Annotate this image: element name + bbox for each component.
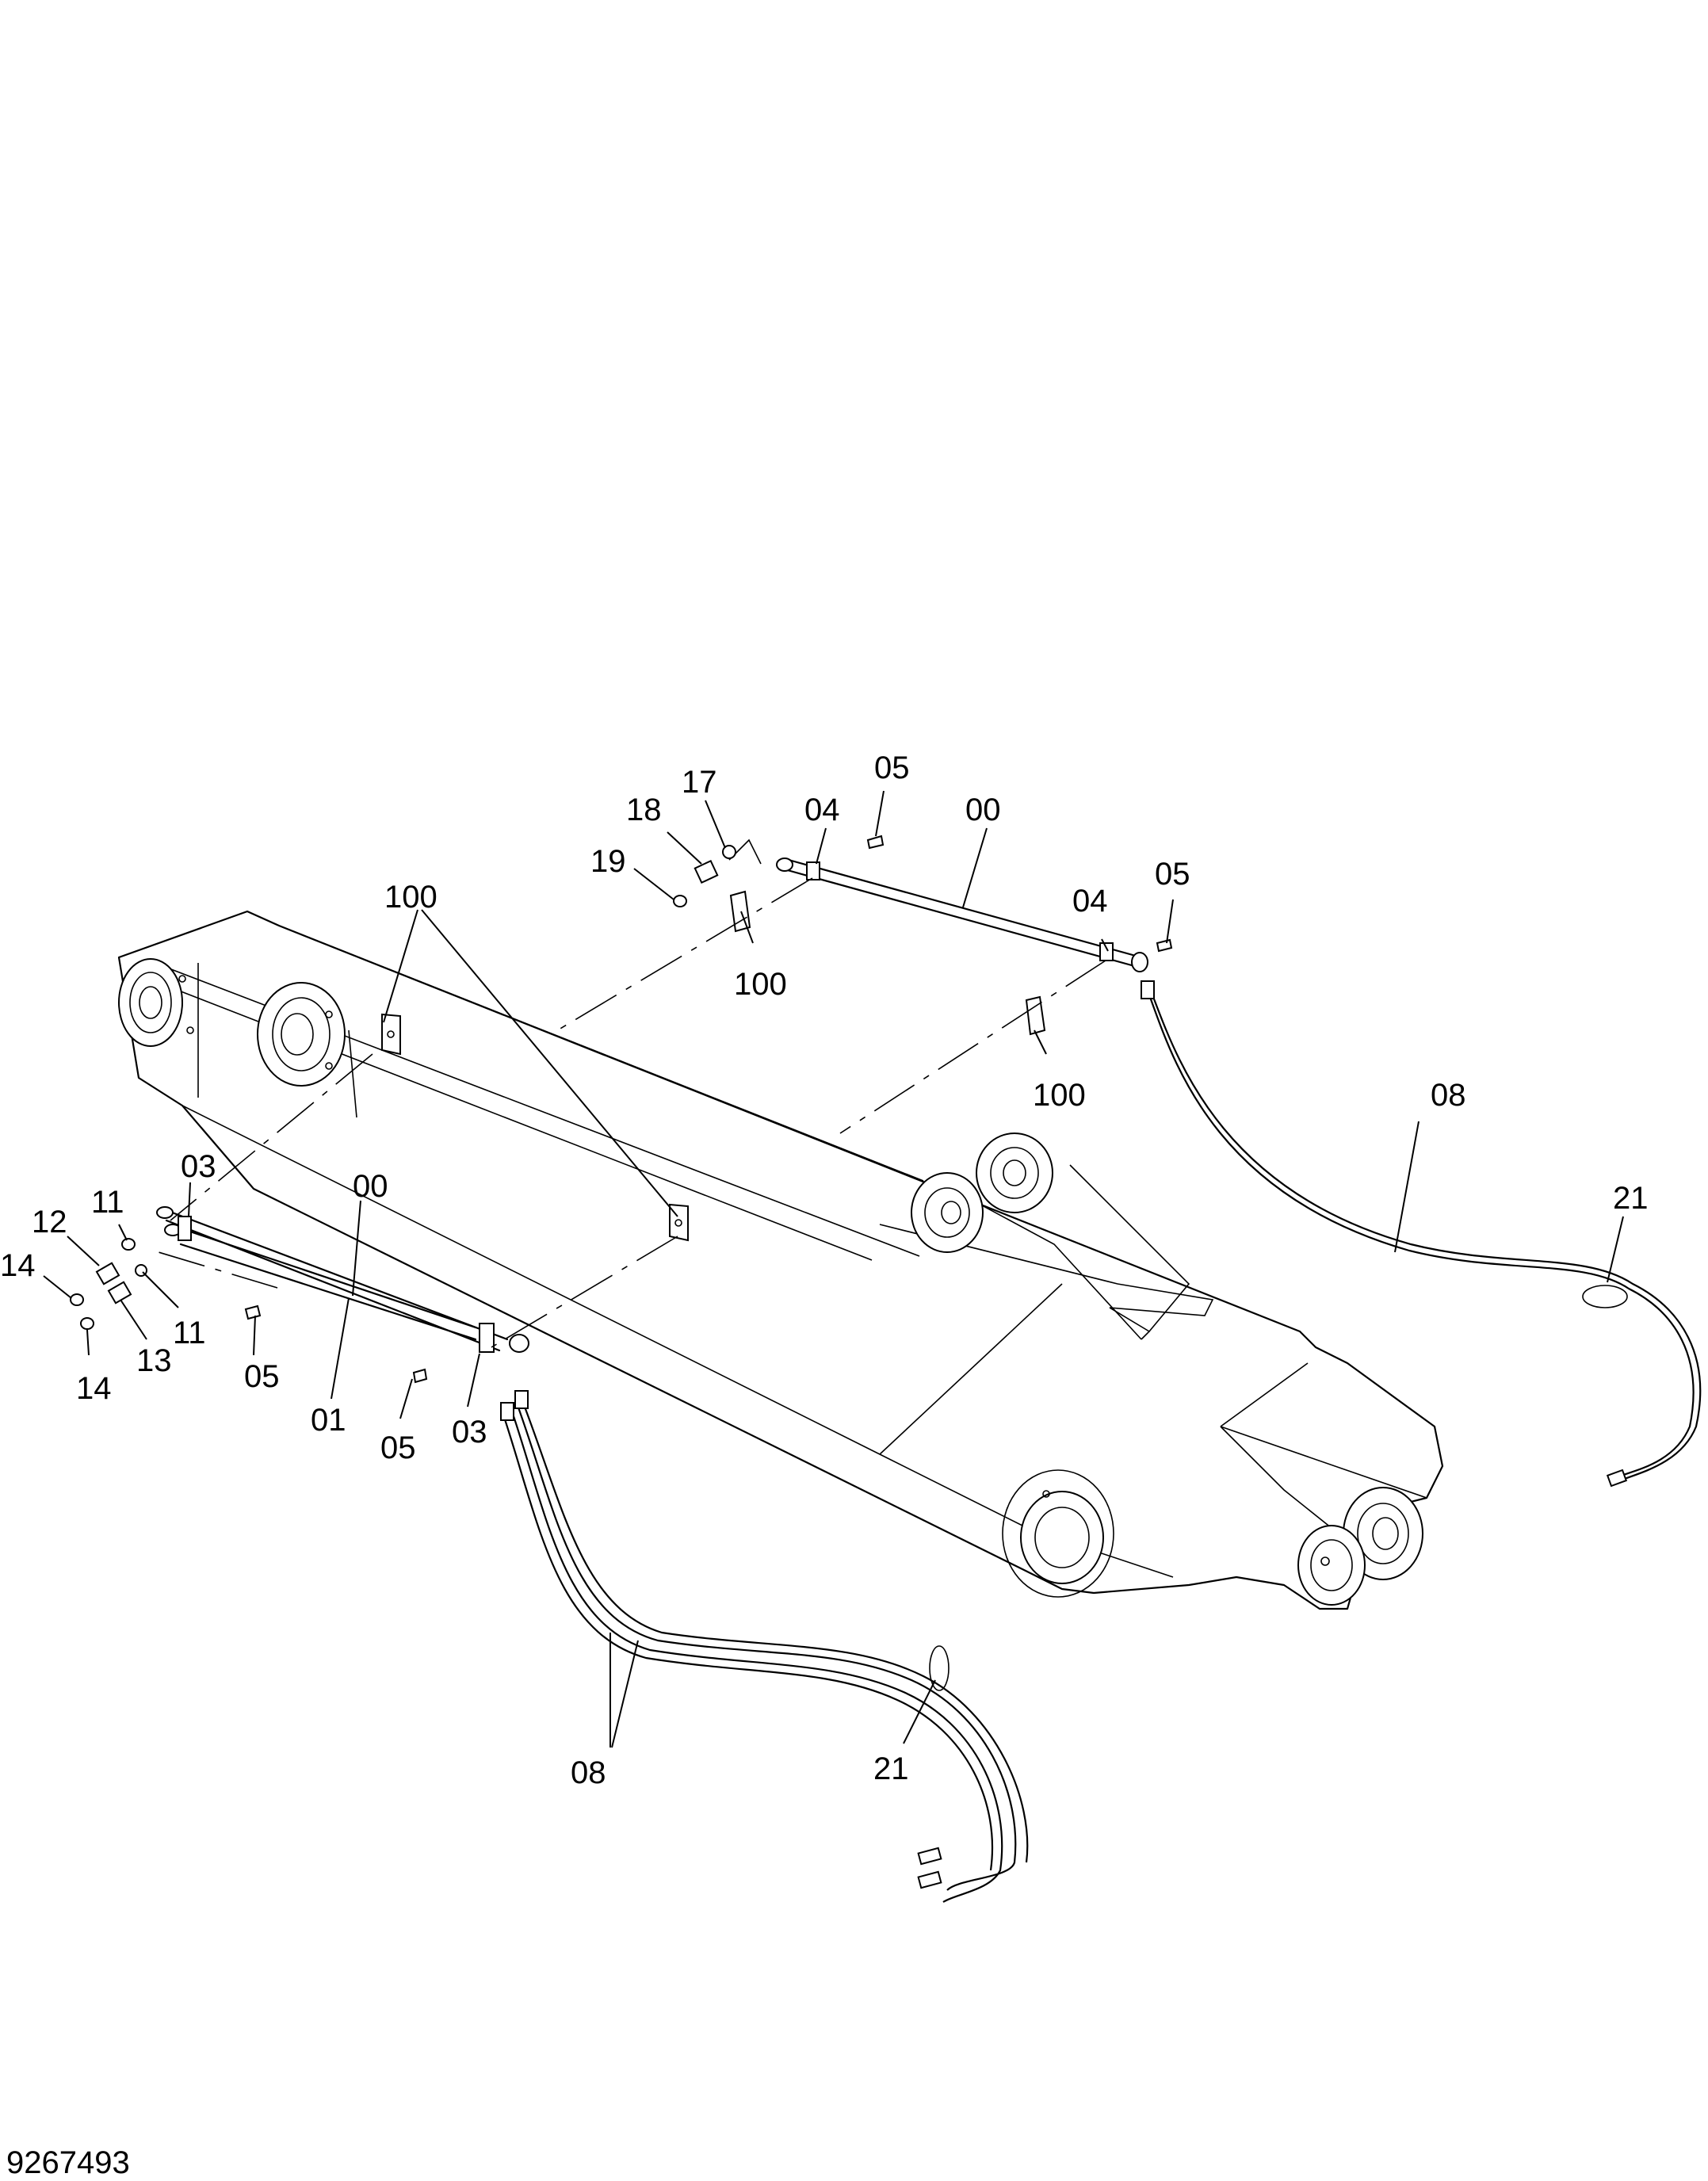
center-lines — [158, 877, 1106, 1348]
callout-100: 100 — [734, 967, 787, 1002]
callout-11: 11 — [91, 1185, 124, 1220]
callout-11: 11 — [173, 1316, 206, 1350]
callout-05: 05 — [380, 1430, 416, 1465]
callout-21: 21 — [1613, 1181, 1649, 1216]
lower-hoses — [500, 1390, 1029, 1903]
callout-12: 12 — [32, 1205, 67, 1239]
callout-labels: 17 05 18 04 00 19 100 05 04 100 100 08 0… — [0, 751, 1649, 1790]
lower-fitting-set — [70, 1238, 428, 1384]
upper-hose — [1141, 980, 1702, 1488]
callout-14: 14 — [76, 1371, 112, 1406]
callout-100: 100 — [1033, 1078, 1086, 1113]
boom-foot-pin-boss — [118, 958, 194, 1047]
upper-pipe-assembly — [728, 838, 1148, 972]
callout-08: 08 — [571, 1755, 606, 1790]
boom-cylinder-boss — [1002, 1469, 1114, 1598]
callout-05: 05 — [1155, 857, 1190, 892]
callout-17: 17 — [682, 765, 717, 800]
callout-03: 03 — [452, 1415, 487, 1450]
callout-18: 18 — [626, 793, 662, 827]
callout-04: 04 — [1072, 884, 1108, 919]
drawing-number: 9267493 — [6, 2145, 130, 2180]
callout-05: 05 — [244, 1359, 280, 1394]
cylinder-bracket — [911, 1133, 1053, 1253]
upper-fitting-set — [673, 835, 1173, 953]
callout-05: 05 — [874, 751, 910, 785]
boom-middle-boss — [257, 982, 346, 1087]
callout-13: 13 — [136, 1343, 172, 1378]
callout-00: 00 — [353, 1169, 388, 1204]
callout-08: 08 — [1431, 1078, 1466, 1113]
boom-tip-boss — [1297, 1487, 1423, 1606]
callout-14: 14 — [0, 1248, 36, 1283]
callout-01: 01 — [311, 1403, 346, 1438]
callout-19: 19 — [590, 844, 626, 879]
callout-04: 04 — [804, 793, 840, 827]
callout-03: 03 — [181, 1149, 216, 1184]
callout-100: 100 — [384, 880, 438, 915]
lower-pipe-assembly — [156, 1206, 529, 1353]
callout-21: 21 — [873, 1751, 909, 1786]
leader-lines — [43, 790, 1624, 1748]
callout-00: 00 — [965, 793, 1001, 827]
